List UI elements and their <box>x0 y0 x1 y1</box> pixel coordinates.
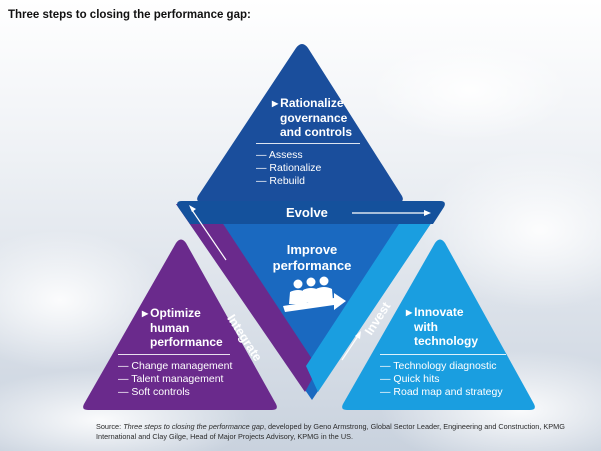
integrate-band <box>176 204 318 392</box>
diagram-title: Three steps to closing the performance g… <box>8 9 251 21</box>
evolve-arrow-icon <box>352 210 431 216</box>
list-item: — Road map and strategy <box>380 386 503 398</box>
left-triangle <box>83 239 277 410</box>
left-divider <box>118 354 230 355</box>
top-items: — Assess — Rationalize — Rebuild <box>256 149 321 188</box>
list-item: — Quick hits <box>380 373 440 385</box>
left-items: — Change management — Talent management … <box>118 360 232 399</box>
right-triangle <box>342 239 535 410</box>
arrow-right-icon: ▶ <box>142 309 149 318</box>
left-heading: ▶Optimize human performance <box>142 306 223 349</box>
list-item: — Assess <box>256 149 303 161</box>
invest-band <box>306 204 444 392</box>
integrate-arrow-icon <box>189 205 227 261</box>
arrow-right-icon: ▶ <box>272 99 279 108</box>
list-item: — Rebuild <box>256 175 306 187</box>
list-item: — Talent management <box>118 373 224 385</box>
evolve-label: Evolve <box>286 205 328 220</box>
list-item: — Rationalize <box>256 162 322 174</box>
arrow-right-icon: ▶ <box>406 308 413 317</box>
right-heading: ▶Innovate with technology <box>406 305 479 348</box>
evolve-band <box>177 201 445 224</box>
top-divider <box>256 143 360 144</box>
list-item: — Change management <box>118 360 233 372</box>
invest-arrow-icon <box>341 331 361 361</box>
list-item: — Technology diagnostic <box>380 360 497 372</box>
people-group-icon <box>283 276 346 312</box>
right-items: — Technology diagnostic — Quick hits — R… <box>380 360 503 399</box>
right-divider <box>380 354 506 355</box>
list-item: — Soft controls <box>118 386 190 398</box>
center-label: Improve performance <box>272 242 352 273</box>
top-triangle <box>197 44 403 202</box>
top-heading: ▶Rationalize governance and controls <box>272 96 353 139</box>
source-note: Source: Three steps to closing the perfo… <box>96 422 565 441</box>
